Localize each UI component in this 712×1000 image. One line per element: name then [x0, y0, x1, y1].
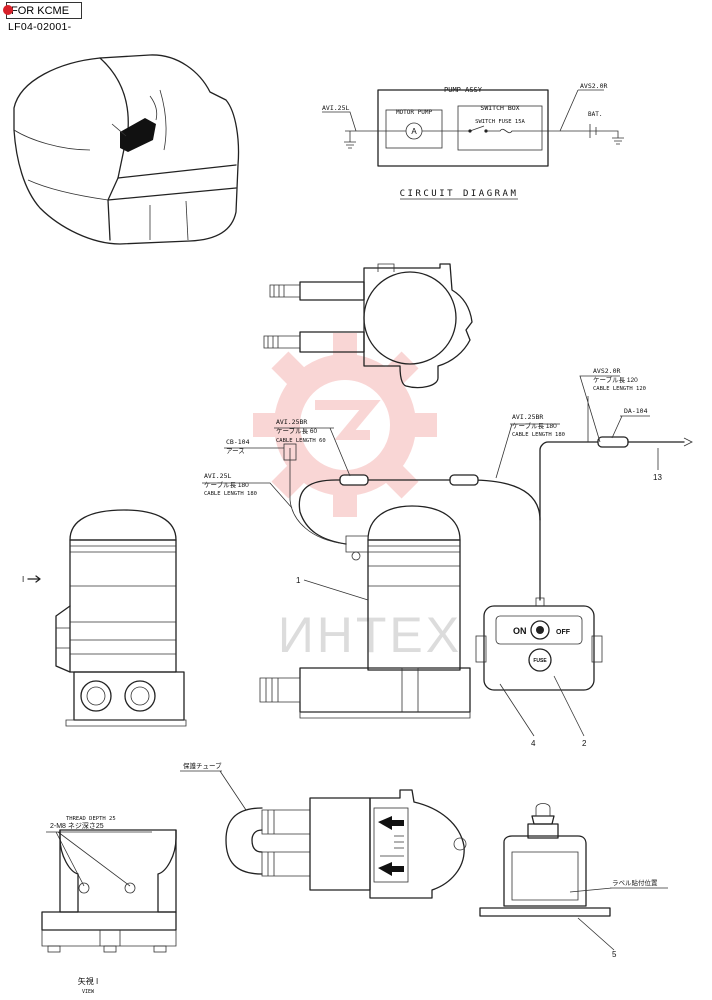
badge-text: FOR KCME [11, 5, 70, 17]
header-badge: FOR KCME [3, 2, 82, 19]
switch-on-label: ON [513, 626, 527, 636]
motor-pump-box [385, 109, 443, 149]
part-13-label: 13 [653, 473, 662, 482]
cable-connector-b [449, 474, 479, 486]
earth-bolt-icon [351, 551, 361, 561]
thread-jp-label: 2-M8 ネジ深さ25 [50, 821, 104, 830]
pump-nameplate [373, 807, 409, 883]
ground-right-icon [600, 130, 624, 145]
cable-mid-en: CABLE LENGTH 180 [512, 432, 565, 438]
motor-symbol-letter: A [411, 127, 417, 136]
thread-depth-label: THREAD DEPTH 25 [66, 816, 116, 822]
earth-jp: アース [226, 447, 245, 455]
outlet-port-icon [80, 680, 112, 712]
part-2-label: 2 [582, 739, 587, 748]
switch-box-label: SWITCH BOX [480, 104, 519, 112]
pump-bottom-top-view: 保護チューブ [180, 761, 467, 899]
cable-callouts: AVS2.0R ケーブル長 120 CABLE LENGTH 120 DA-10… [202, 367, 662, 748]
battery-icon [589, 124, 597, 138]
fuse-holder-icon [528, 648, 552, 672]
cable-left-en: CABLE LENGTH 180 [204, 491, 257, 497]
cable-connector-a [339, 474, 369, 486]
view-en-label: VIEW [82, 989, 95, 995]
pump-top-view [263, 263, 473, 389]
cable-top-en: CABLE LENGTH 120 [593, 386, 646, 392]
flow-arrow-out-icon [378, 816, 404, 830]
cable-short-jp: ケーブル長 60 [276, 426, 318, 435]
connector-spec: DA-104 [624, 407, 648, 415]
view-jp-label: 矢視 I [78, 976, 98, 986]
switch-box-side-view: ラベル貼付位置 5 [479, 803, 668, 959]
pump-main-view [259, 375, 693, 719]
cable-mid-spec: AVI.25BR [512, 413, 543, 421]
mount-hole-icon [453, 837, 467, 851]
fuse-label: FUSE [533, 658, 547, 664]
document-code: LF04-02001- [8, 21, 72, 33]
part-1-label: 1 [296, 576, 301, 585]
watermark: ИНТЕХ [253, 333, 462, 663]
motor-pump-label: MOTOR PUMP [396, 109, 433, 116]
cable-left-jp: ケーブル長 180 [204, 480, 249, 489]
pump-assy-label: PUMP ASSY [444, 86, 483, 94]
part-4-label: 4 [531, 739, 536, 748]
mounting-view: THREAD DEPTH 25 2-M8 ネジ深さ25 矢視 I VIEW [41, 816, 177, 995]
protective-tube-label: 保護チューブ [183, 761, 222, 770]
red-marker-icon [3, 5, 13, 15]
ground-left-icon [344, 131, 356, 149]
switch-off-label: OFF [556, 629, 571, 636]
cable-connector-c [597, 436, 629, 448]
earth-spec: CB-104 [226, 438, 250, 446]
circuit-diagram: PUMP ASSY MOTOR PUMP A SWITCH BOX SWITCH… [322, 82, 624, 200]
cable-left-spec: AVI.25L [204, 472, 231, 480]
cable-short-en: CABLE LENGTH 60 [276, 438, 326, 444]
inlet-port-icon [124, 680, 156, 712]
bolt-hole-right-icon [124, 882, 136, 894]
right-wire-label: AVS2.0R [580, 82, 607, 90]
machine-location-view [13, 54, 240, 245]
switch-toggle-icon [530, 620, 550, 640]
label-position-label: ラベル貼付位置 [612, 878, 658, 887]
cable-top-spec: AVS2.0R [593, 367, 620, 375]
watermark-text: ИНТЕХ [278, 607, 462, 663]
part-5-label: 5 [612, 950, 617, 959]
battery-label: BAT. [588, 111, 602, 118]
view-i-marker: I [22, 575, 24, 584]
cable-short-spec: AVI.25BR [276, 418, 307, 426]
switch-box-outline [457, 105, 543, 151]
switch-box-unit: ON OFF FUSE [475, 597, 603, 691]
flow-arrow-in-icon [378, 862, 404, 876]
circuit-diagram-title: CIRCUIT DIAGRAM [400, 189, 519, 199]
pump-assy-box [377, 89, 549, 167]
left-wire-label: AVI.25L [322, 104, 349, 112]
pump-motor-circle [363, 271, 457, 365]
bolt-hole-left-icon [78, 882, 90, 894]
cable-top-jp: ケーブル長 120 [593, 375, 638, 384]
pump-side-view-left: I [22, 509, 187, 727]
pump-location-marker-icon [120, 118, 156, 152]
switch-fuse-label: SWITCH FUSE 15A [475, 119, 525, 125]
cable-mid-jp: ケーブル長 180 [512, 421, 557, 430]
